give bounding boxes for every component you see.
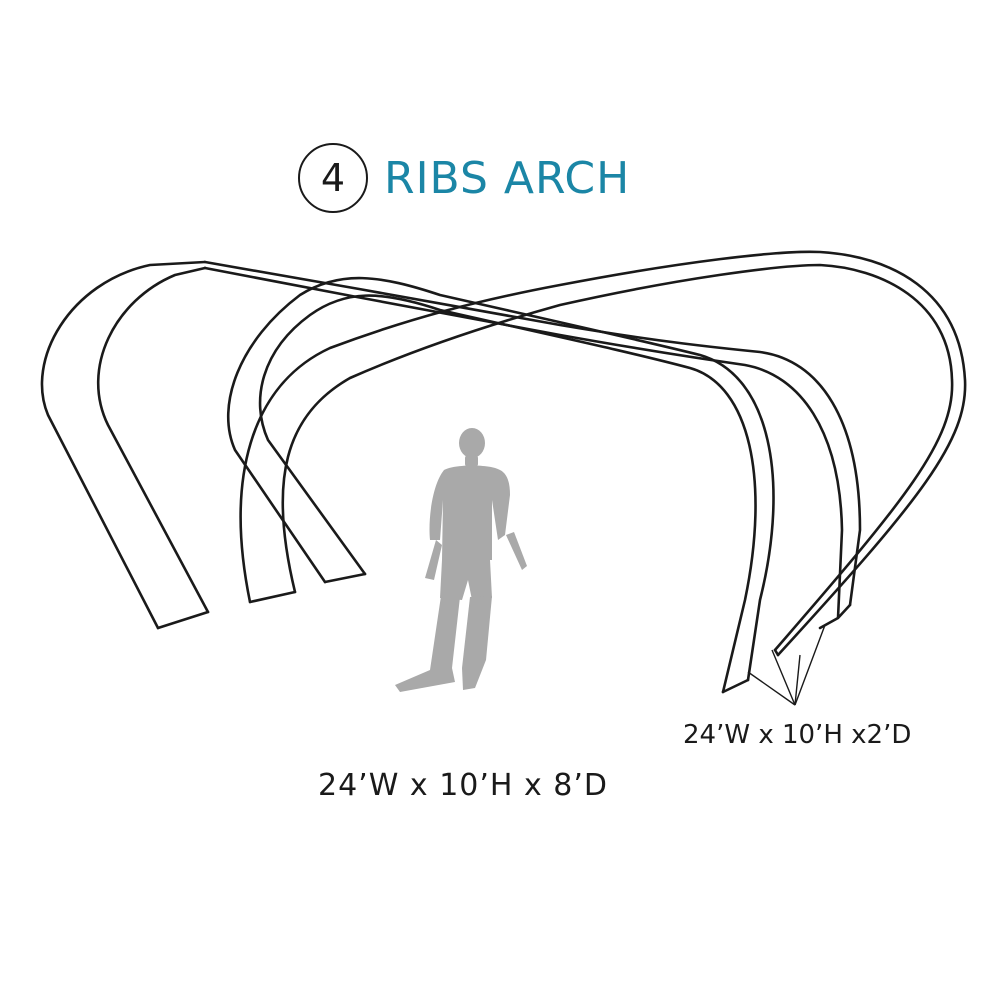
rib-far-left: [40, 260, 210, 630]
diagram-title: RIBS ARCH: [384, 152, 631, 204]
rib-front-crossing: [239, 250, 967, 657]
person-silhouette-icon: [395, 428, 527, 692]
rib-top-span: [203, 260, 862, 630]
rib-dimension-label: 24’W x 10’H x2’D: [683, 720, 912, 750]
step-number: 4: [320, 156, 346, 200]
overall-dimension-label: 24’W x 10’H x 8’D: [318, 768, 609, 803]
diagram-header: 4 RIBS ARCH: [298, 140, 630, 216]
step-number-badge: 4: [298, 143, 368, 213]
dimension-leaders: [747, 624, 826, 706]
